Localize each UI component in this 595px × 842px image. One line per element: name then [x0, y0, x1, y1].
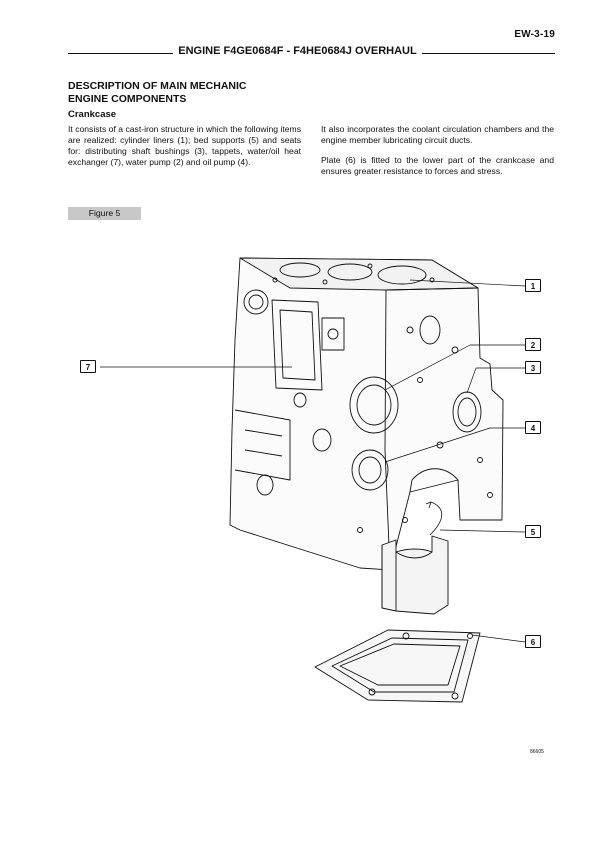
- heat-exchanger-seat: [271, 299, 323, 391]
- figure-label: Figure 5: [68, 207, 141, 220]
- leader-line-5: [439, 529, 526, 533]
- callout-5: 5: [525, 525, 541, 538]
- right-paragraph-1: It also incorporates the coolant circula…: [321, 124, 554, 145]
- callout-2: 2: [525, 338, 541, 351]
- drawing-code: 86605: [530, 749, 544, 755]
- water-pump-seat: [349, 376, 399, 434]
- callout-6: 6: [525, 635, 541, 648]
- leader-line-2: [384, 344, 525, 391]
- leader-line-1: [409, 279, 526, 287]
- section-title: DESCRIPTION OF MAIN MECHANIC ENGINE COMP…: [68, 80, 247, 105]
- left-column: It consists of a cast-iron structure in …: [68, 124, 301, 168]
- header-title-text: ENGINE F4GE0684F - F4HE0684J OVERHAUL: [173, 45, 422, 57]
- callout-3: 3: [525, 361, 541, 374]
- bed-support: [381, 535, 449, 615]
- leader-line-3: [466, 367, 525, 394]
- callout-1: 1: [525, 279, 541, 292]
- crankcase-drawing: [100, 257, 526, 703]
- section-subtitle: Crankcase: [68, 109, 117, 120]
- callout-7: 7: [80, 360, 96, 373]
- page-header-title: ENGINE F4GE0684F - F4HE0684J OVERHAUL: [0, 45, 595, 57]
- leader-line-6: [471, 634, 526, 643]
- callout-4: 4: [525, 421, 541, 434]
- left-paragraph: It consists of a cast-iron structure in …: [68, 124, 301, 167]
- reinforcement-plate: [314, 629, 481, 703]
- oil-pump-seat: [351, 449, 389, 491]
- right-paragraph-2: Plate (6) is fitted to the lower part of…: [321, 155, 554, 176]
- page-number: EW-3-19: [514, 29, 555, 40]
- crankcase-body: [229, 257, 504, 571]
- leader-line-4: [384, 427, 525, 463]
- right-column: It also incorporates the coolant circula…: [321, 124, 554, 186]
